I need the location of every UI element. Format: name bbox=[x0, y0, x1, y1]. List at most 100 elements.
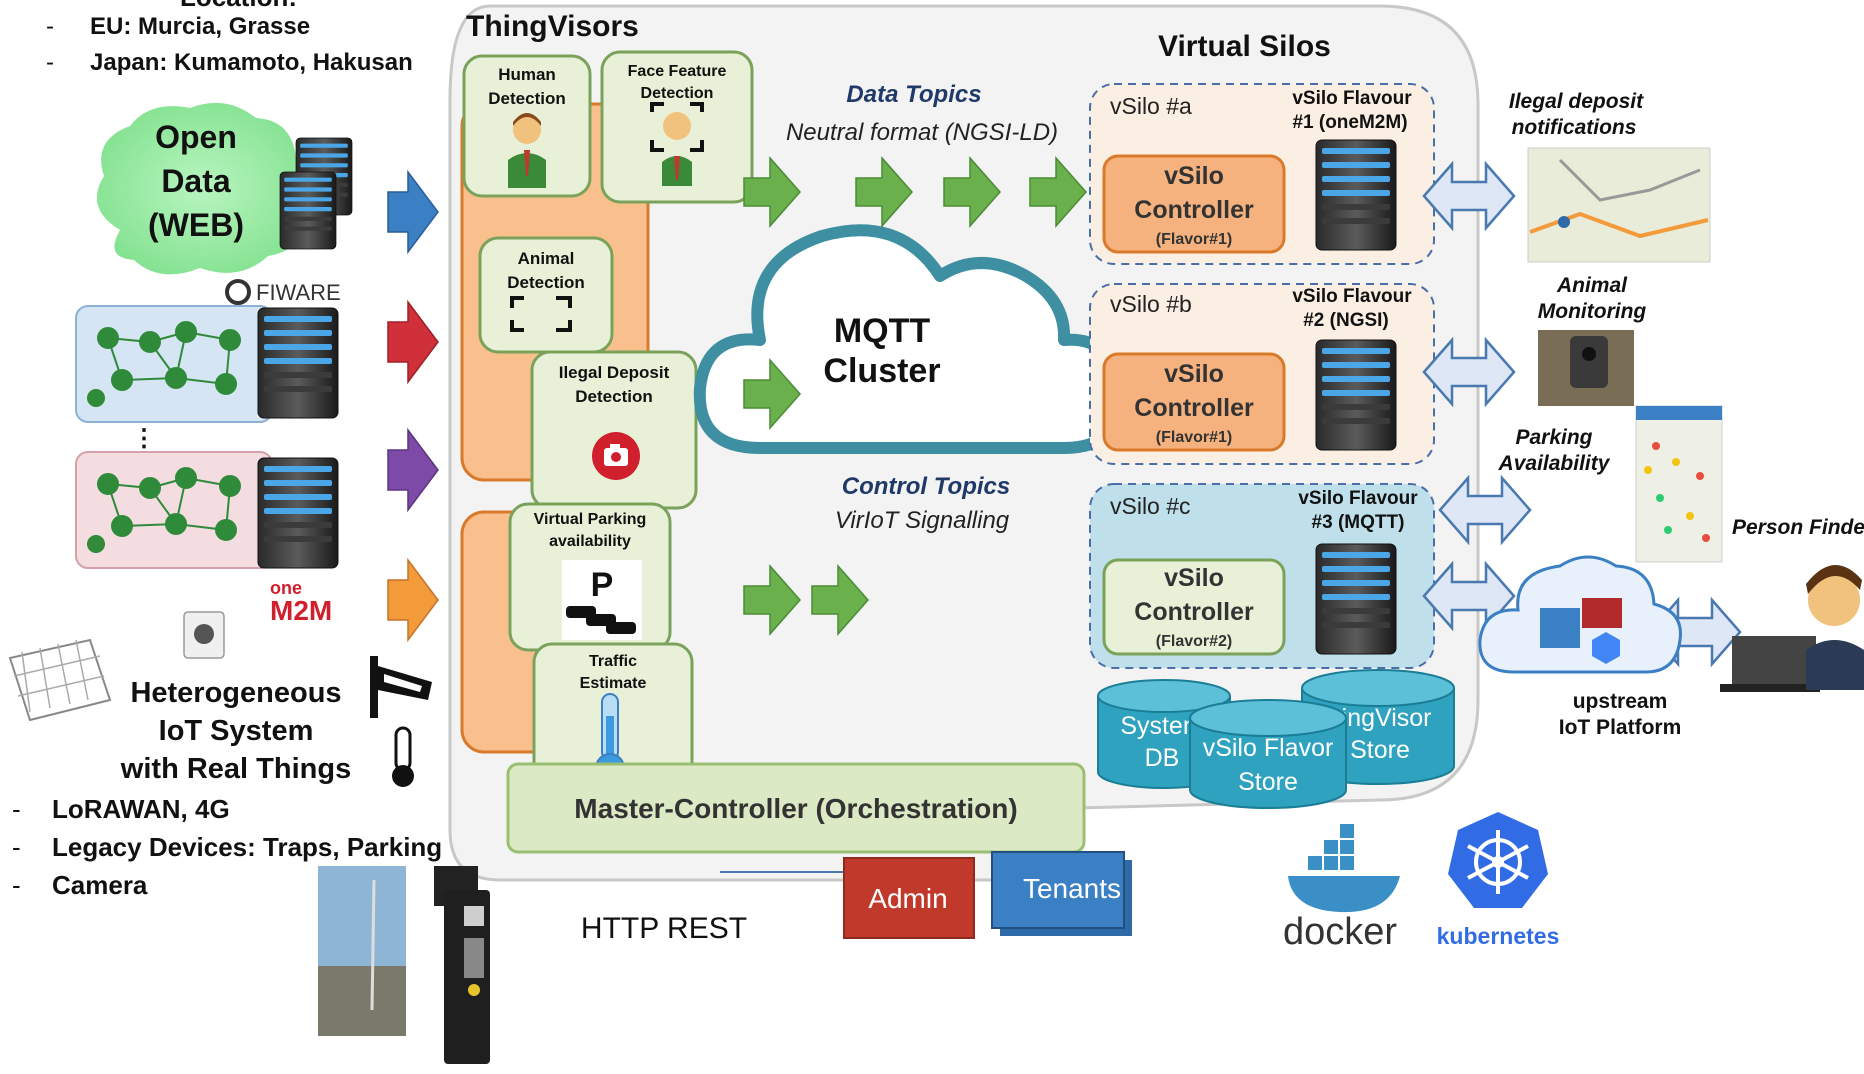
bullet-dash: - bbox=[12, 794, 21, 824]
controller-label: vSilo bbox=[1164, 564, 1224, 592]
human-detection-label: Detection bbox=[488, 89, 565, 108]
vsilo-b[interactable]: vSilo #b vSilo Flavour #2 (NGSI) vSilo C… bbox=[1089, 283, 1435, 465]
docker-label: docker bbox=[1283, 911, 1397, 953]
tenants-button[interactable]: Tenants bbox=[991, 851, 1132, 936]
bullet-item: Camera bbox=[52, 870, 148, 900]
vsilo-flavor-store-label: vSilo Flavor bbox=[1203, 734, 1334, 762]
face-feature-label: Face Feature bbox=[628, 63, 727, 80]
vsilo-a-flavour: #1 (oneM2M) bbox=[1292, 112, 1407, 133]
vsilo-c-controller[interactable] bbox=[1102, 558, 1286, 656]
open-data-source: Open Data (WEB) bbox=[96, 102, 353, 275]
virtual-silos-title: Virtual Silos bbox=[1158, 30, 1331, 63]
camera-icon bbox=[592, 432, 640, 480]
tenants-label: Tenants bbox=[1023, 873, 1121, 904]
vsilo-b-flavour: #2 (NGSI) bbox=[1303, 310, 1389, 331]
controller-label: Controller bbox=[1134, 394, 1254, 422]
animal-detection-label: Detection bbox=[507, 273, 584, 292]
source-bullets: - LoRAWAN, 4G - Legacy Devices: Traps, P… bbox=[12, 794, 442, 900]
animal-detection-label: Animal bbox=[518, 249, 575, 268]
deployment-item-eu: EU: Murcia, Grasse bbox=[90, 13, 310, 40]
parking-icon: P bbox=[562, 560, 642, 640]
cloud-hex-icon bbox=[1592, 632, 1620, 664]
trap-icon bbox=[8, 638, 112, 722]
human-detection-label: Human bbox=[498, 65, 556, 84]
server-icon bbox=[257, 457, 339, 569]
thingvisor-face-feature-detection[interactable]: Face Feature Detection bbox=[600, 50, 754, 204]
upstream-platform-cloud[interactable] bbox=[1478, 555, 1682, 674]
kubernetes-label: kubernetes bbox=[1437, 923, 1560, 949]
flavor-tag: (Flavor#1) bbox=[1156, 429, 1232, 446]
mqtt-label: MQTT bbox=[834, 312, 931, 350]
cctv-icon bbox=[370, 656, 432, 718]
kubernetes-logo[interactable]: kubernetes bbox=[1437, 812, 1560, 949]
illegal-deposit-label: Ilegal Deposit bbox=[559, 363, 670, 382]
open-data-label: Data bbox=[161, 163, 231, 199]
thingvisor-animal-detection[interactable]: Animal Detection bbox=[478, 236, 614, 354]
parking-availability-label: Availability bbox=[1498, 452, 1611, 475]
mqtt-label: Cluster bbox=[823, 352, 940, 390]
iot-network-blue bbox=[75, 305, 339, 423]
vsilo-c-flavour: vSilo Flavour bbox=[1298, 488, 1418, 509]
svg-text:P: P bbox=[591, 566, 614, 604]
thingvisors-title: ThingVisors bbox=[466, 10, 639, 43]
vsilo-a-flavour: vSilo Flavour bbox=[1292, 88, 1412, 109]
controller-label: Controller bbox=[1134, 598, 1254, 626]
onem2m-label: M2M bbox=[270, 595, 332, 626]
node-red-icon bbox=[1582, 598, 1622, 628]
network-node-icon bbox=[1540, 608, 1580, 648]
data-topics-title: Data Topics bbox=[846, 81, 981, 108]
docker-logo[interactable]: docker bbox=[1283, 824, 1400, 953]
admin-button[interactable]: Admin bbox=[843, 857, 975, 939]
face-feature-label: Detection bbox=[641, 85, 714, 102]
parking-map-screenshot bbox=[1635, 405, 1723, 563]
thingvisor-virtual-parking[interactable]: Virtual Parking availability P bbox=[508, 502, 672, 652]
vsilo-b-controller[interactable] bbox=[1102, 352, 1286, 452]
master-controller-label: Master-Controller (Orchestration) bbox=[574, 793, 1017, 824]
source-arrow-blue bbox=[387, 169, 439, 255]
bullet-item: Legacy Devices: Traps, Parking bbox=[52, 832, 442, 862]
illegal-notif-label: Ilegal deposit bbox=[1509, 90, 1644, 113]
flavor-tag: (Flavor#2) bbox=[1156, 633, 1232, 650]
vsilo-a-controller[interactable] bbox=[1102, 154, 1286, 254]
source-arrow-orange bbox=[387, 557, 439, 643]
controller-label: vSilo bbox=[1164, 162, 1224, 190]
fiware-label: FIWARE bbox=[256, 280, 341, 305]
hetero-label: IoT System bbox=[159, 715, 314, 747]
vsilo-c-flavour: #3 (MQTT) bbox=[1312, 512, 1405, 533]
server-icon bbox=[1315, 543, 1397, 655]
source-arrow-purple bbox=[387, 427, 439, 513]
trail-camera-photo bbox=[1538, 330, 1634, 406]
iot-camera-icon bbox=[183, 611, 225, 659]
vsilo-flavor-store[interactable]: vSilo Flavor Store bbox=[1189, 699, 1347, 809]
fiware-logo: FIWARE bbox=[225, 279, 341, 305]
hetero-label: Heterogeneous bbox=[130, 677, 341, 709]
person-icon bbox=[508, 113, 546, 188]
vsilo-b-flavour: vSilo Flavour bbox=[1292, 286, 1412, 307]
deployment-list: Location: - EU: Murcia, Grasse - Japan: … bbox=[46, 0, 413, 76]
person-at-laptop-icon bbox=[1720, 564, 1864, 692]
animal-monitoring-label: Monitoring bbox=[1538, 300, 1647, 323]
thingvisor-illegal-deposit-detection[interactable]: Ilegal Deposit Detection bbox=[530, 350, 698, 510]
thingvisor-human-detection[interactable]: Human Detection bbox=[462, 54, 592, 198]
face-scan-icon bbox=[650, 102, 704, 186]
vsilo-c-id: vSilo #c bbox=[1110, 493, 1191, 519]
vsilo-c[interactable]: vSilo #c vSilo Flavour #3 (MQTT) vSilo C… bbox=[1089, 483, 1435, 669]
bullet-item: LoRAWAN, 4G bbox=[52, 794, 230, 824]
virtual-parking-label: availability bbox=[549, 533, 631, 550]
detection-frame-icon bbox=[510, 296, 572, 332]
antenna-photo bbox=[318, 866, 406, 1036]
map-screenshot bbox=[1527, 147, 1711, 263]
master-controller[interactable]: Master-Controller (Orchestration) bbox=[506, 762, 1086, 854]
flavor-tag: (Flavor#1) bbox=[1156, 231, 1232, 248]
animal-monitoring-label: Animal bbox=[1556, 274, 1628, 297]
deployment-item-japan: Japan: Kumamoto, Hakusan bbox=[90, 49, 413, 76]
bullet-dash: - bbox=[46, 49, 54, 76]
upstream-label: IoT Platform bbox=[1559, 716, 1682, 739]
vsilo-a[interactable]: vSilo #a vSilo Flavour #1 (oneM2M) vSilo… bbox=[1089, 83, 1435, 265]
parking-meter-photo bbox=[434, 866, 490, 1064]
control-topics-title: Control Topics bbox=[842, 473, 1010, 500]
illegal-deposit-label: Detection bbox=[575, 387, 652, 406]
traffic-estimate-label: Estimate bbox=[580, 675, 647, 692]
server-icon bbox=[257, 307, 339, 419]
vsilo-flavor-store-label: Store bbox=[1238, 768, 1298, 796]
